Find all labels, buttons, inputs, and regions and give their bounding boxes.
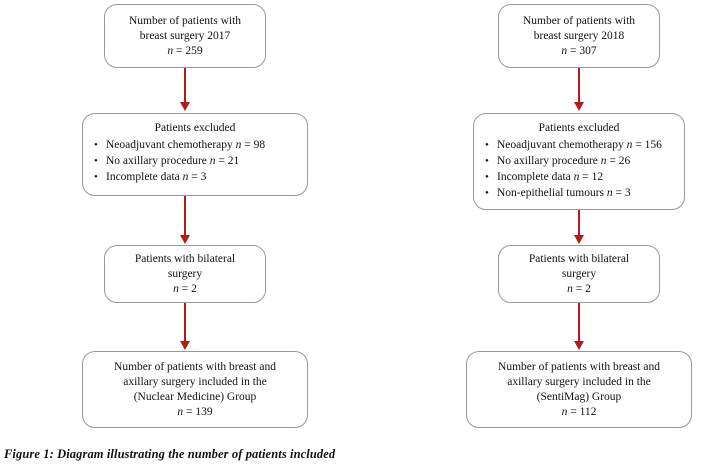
connector-right-bilateral-to-included [574, 303, 584, 350]
connector-stem [184, 196, 186, 235]
flowchart-canvas: Number of patients with breast surgery 2… [0, 0, 710, 437]
n-label: n [567, 282, 573, 295]
n-value: 98 [253, 139, 266, 151]
n-value: 3 [624, 187, 631, 199]
node-left-included-line-2: axillary surgery included in the [123, 375, 267, 388]
n-label: n [561, 44, 568, 57]
node-left-excluded[interactable]: Patients excluded Neoadjuvant chemothera… [82, 113, 308, 196]
arrowhead-icon [180, 235, 190, 244]
n-value: 12 [591, 171, 604, 183]
n-label: n [182, 171, 189, 183]
node-right-excluded[interactable]: Patients excluded Neoadjuvant chemothera… [473, 113, 685, 210]
exclusion-reason: Neoadjuvant chemotherapy [106, 139, 233, 151]
node-right-included-count: n = 112 [561, 405, 597, 418]
node-left-excluded-list: Neoadjuvant chemotherapy n = 98 No axill… [93, 137, 297, 185]
connector-left-bilateral-to-included [180, 303, 190, 350]
node-left-bilateral[interactable]: Patients with bilateral surgery n = 2 [104, 245, 266, 303]
node-right-bilateral-line-1: Patients with bilateral [528, 252, 630, 265]
connector-left-enrolled-to-excluded [180, 68, 190, 111]
node-right-bilateral[interactable]: Patients with bilateral surgery n = 2 [498, 245, 660, 303]
list-item: Incomplete data n = 3 [93, 169, 297, 185]
exclusion-reason: Non-epithelial tumours [497, 187, 604, 199]
list-item: No axillary procedure n = 26 [484, 153, 674, 169]
node-right-bilateral-line-2: surgery [561, 267, 597, 280]
connector-stem [578, 210, 580, 235]
connector-stem [184, 68, 186, 102]
node-left-enrolled[interactable]: Number of patients with breast surgery 2… [104, 4, 266, 68]
n-label: n [606, 187, 613, 199]
arrowhead-icon [574, 235, 584, 244]
list-item: Neoadjuvant chemotherapy n = 156 [484, 137, 674, 153]
exclusion-reason: Incomplete data [106, 171, 180, 183]
n-value: 2 [585, 282, 591, 295]
exclusion-reason: Neoadjuvant chemotherapy [497, 139, 624, 151]
n-label: n [167, 44, 174, 57]
node-left-excluded-header: Patients excluded [154, 122, 236, 134]
figure-caption: Figure 1: Diagram illustrating the numbe… [4, 447, 336, 461]
n-label: n [561, 405, 568, 418]
n-label: n [173, 282, 179, 295]
connector-stem [578, 68, 580, 102]
n-value: 3 [200, 171, 207, 183]
list-item: Neoadjuvant chemotherapy n = 98 [93, 137, 297, 153]
exclusion-reason: No axillary procedure [497, 155, 598, 167]
connector-right-excluded-to-bilateral [574, 210, 584, 244]
exclusion-reason: No axillary procedure [106, 155, 207, 167]
n-label: n [573, 171, 580, 183]
node-left-enrolled-count: n = 259 [167, 44, 203, 57]
node-right-enrolled-count: n = 307 [561, 44, 597, 57]
list-item: No axillary procedure n = 21 [93, 153, 297, 169]
node-right-enrolled-line-1: Number of patients with [522, 14, 636, 27]
n-label: n [209, 155, 216, 167]
arrowhead-icon [180, 341, 190, 350]
node-right-excluded-header: Patients excluded [538, 122, 620, 134]
exclusion-reason: Incomplete data [497, 171, 571, 183]
arrowhead-icon [574, 102, 584, 111]
connector-stem [184, 303, 186, 341]
node-right-included-line-3: (SentiMag) Group [536, 390, 622, 403]
node-right-excluded-list: Neoadjuvant chemotherapy n = 156 No axil… [484, 137, 674, 201]
node-left-included-line-3: (Nuclear Medicine) Group [133, 390, 257, 403]
node-right-included[interactable]: Number of patients with breast and axill… [466, 351, 692, 428]
node-left-bilateral-line-2: surgery [167, 267, 203, 280]
node-left-included[interactable]: Number of patients with breast and axill… [82, 351, 308, 428]
node-left-included-count: n = 139 [177, 405, 213, 418]
list-item: Non-epithelial tumours n = 3 [484, 185, 674, 201]
n-value: 139 [195, 405, 213, 418]
node-left-bilateral-line-1: Patients with bilateral [134, 252, 236, 265]
node-right-included-line-2: axillary surgery included in the [507, 375, 651, 388]
node-right-bilateral-count: n = 2 [567, 282, 591, 295]
n-value: 2 [191, 282, 197, 295]
node-right-enrolled-line-2: breast surgery 2018 [533, 29, 625, 42]
node-left-included-line-1: Number of patients with breast and [114, 360, 276, 373]
n-label: n [626, 139, 633, 151]
n-value: 21 [227, 155, 240, 167]
node-right-enrolled[interactable]: Number of patients with breast surgery 2… [498, 4, 660, 68]
node-left-enrolled-line-1: Number of patients with [128, 14, 242, 27]
connector-left-excluded-to-bilateral [180, 196, 190, 244]
n-value: 307 [579, 44, 597, 57]
n-value: 26 [618, 155, 631, 167]
n-value: 112 [579, 405, 597, 418]
list-item: Incomplete data n = 12 [484, 169, 674, 185]
connector-stem [578, 303, 580, 341]
node-left-enrolled-line-2: breast surgery 2017 [139, 29, 231, 42]
n-label: n [235, 139, 242, 151]
n-value: 259 [185, 44, 203, 57]
n-label: n [600, 155, 607, 167]
connector-right-enrolled-to-excluded [574, 68, 584, 111]
arrowhead-icon [180, 102, 190, 111]
n-label: n [177, 405, 184, 418]
arrowhead-icon [574, 341, 584, 350]
n-value: 156 [644, 139, 662, 151]
node-left-bilateral-count: n = 2 [173, 282, 197, 295]
node-right-included-line-1: Number of patients with breast and [498, 360, 660, 373]
